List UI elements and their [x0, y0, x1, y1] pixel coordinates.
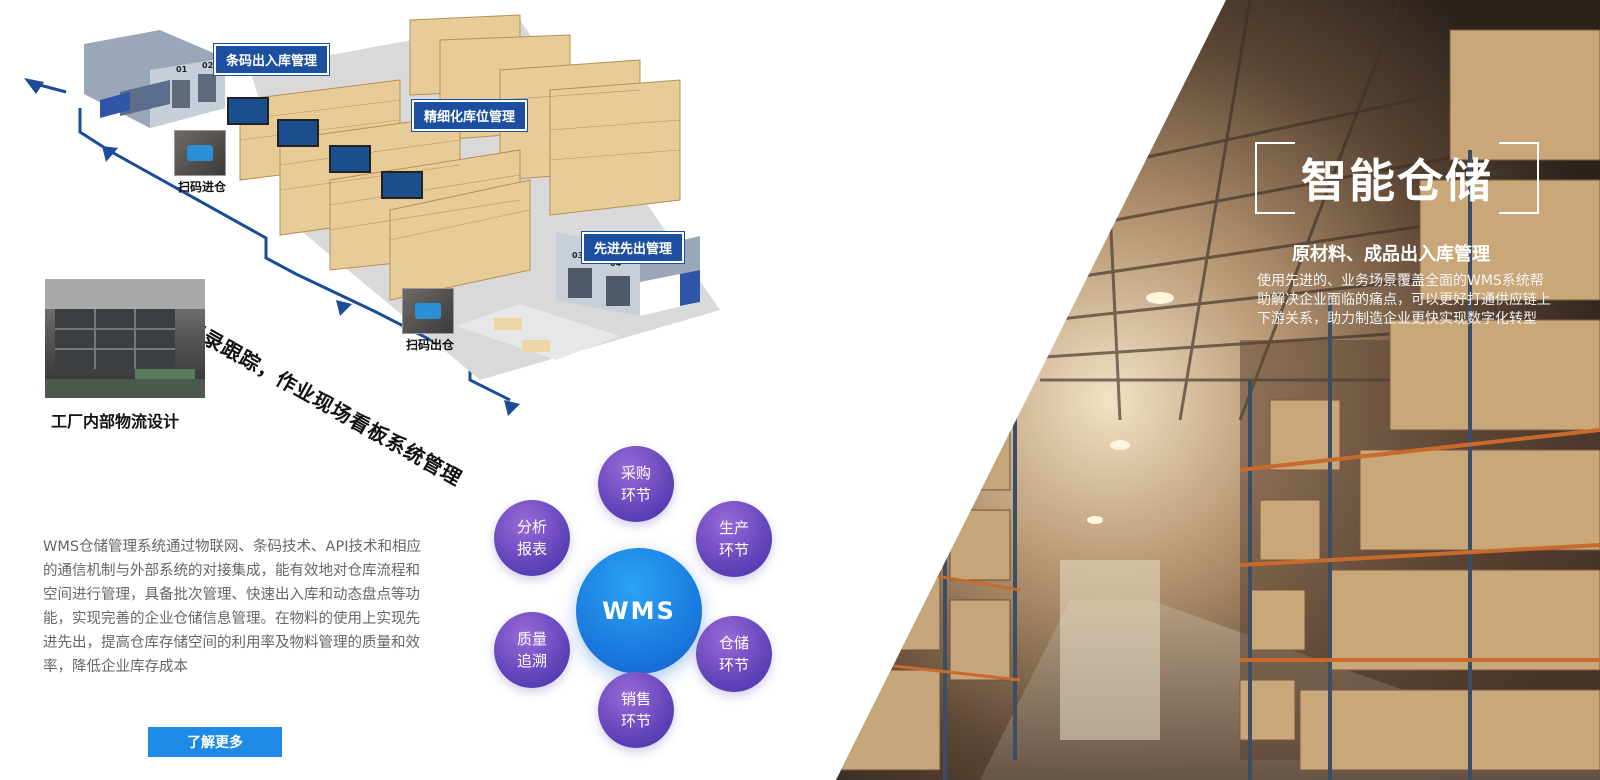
dock-number-03: 03: [572, 251, 583, 260]
learn-more-button[interactable]: 了解更多: [148, 727, 282, 757]
node-storage[interactable]: 仓储环节: [696, 616, 772, 692]
dock-number-02: 02: [202, 61, 213, 70]
callout-fifo-management: 先进先出管理: [582, 232, 685, 263]
node-production[interactable]: 生产环节: [696, 501, 772, 577]
factory-logistics-caption: 工厂内部物流设计: [51, 412, 180, 431]
hero-title: 智能仓储: [1301, 154, 1493, 208]
scan-out-label: 扫码出仓: [406, 338, 455, 352]
callout-barcode-in-out: 条码出入库管理: [214, 44, 330, 75]
title-bracket-left: [1255, 142, 1295, 214]
node-purchase[interactable]: 采购环节: [598, 446, 674, 522]
hero-title-frame: 智能仓储: [1255, 142, 1539, 214]
factory-logistics-photo: [45, 279, 205, 398]
callout-location-management: 精细化库位管理: [412, 100, 528, 131]
wms-module-wheel: WMS 采购环节 生产环节 仓储环节 销售环节 质量追溯 分析报表: [494, 446, 796, 766]
node-quality-label: 质量追溯: [516, 630, 547, 670]
warehouse-flow-diagram: 01 02 03 04 条码出入库管理 精细化库位管理 先进先出管理 扫码进仓 …: [0, 0, 740, 491]
dock-number-01: 01: [176, 65, 188, 74]
dock-number-04: 04: [610, 259, 622, 268]
wms-core-circle: WMS: [576, 548, 702, 674]
node-production-label: 生产环节: [718, 519, 749, 559]
scan-in-image: [174, 130, 226, 176]
node-analysis[interactable]: 分析报表: [494, 500, 570, 576]
scan-out-image: [402, 288, 454, 334]
wms-description: WMS仓储管理系统通过物联网、条码技术、API技术和相应的通信机制与外部系统的对…: [43, 539, 421, 675]
node-sales[interactable]: 销售环节: [598, 672, 674, 748]
title-bracket-right: [1499, 142, 1539, 214]
hero-subtitle: 原材料、成品出入库管理: [1292, 244, 1490, 265]
hero-description: 使用先进的、业务场景覆盖全面的WMS系统帮助解决企业面临的痛点，可以更好打通供应…: [1257, 273, 1551, 327]
node-sales-label: 销售环节: [620, 690, 651, 730]
node-purchase-label: 采购环节: [620, 464, 651, 504]
node-storage-label: 仓储环节: [718, 634, 749, 674]
node-analysis-label: 分析报表: [516, 518, 547, 558]
scan-in-label: 扫码进仓: [178, 180, 227, 194]
node-quality[interactable]: 质量追溯: [494, 612, 570, 688]
